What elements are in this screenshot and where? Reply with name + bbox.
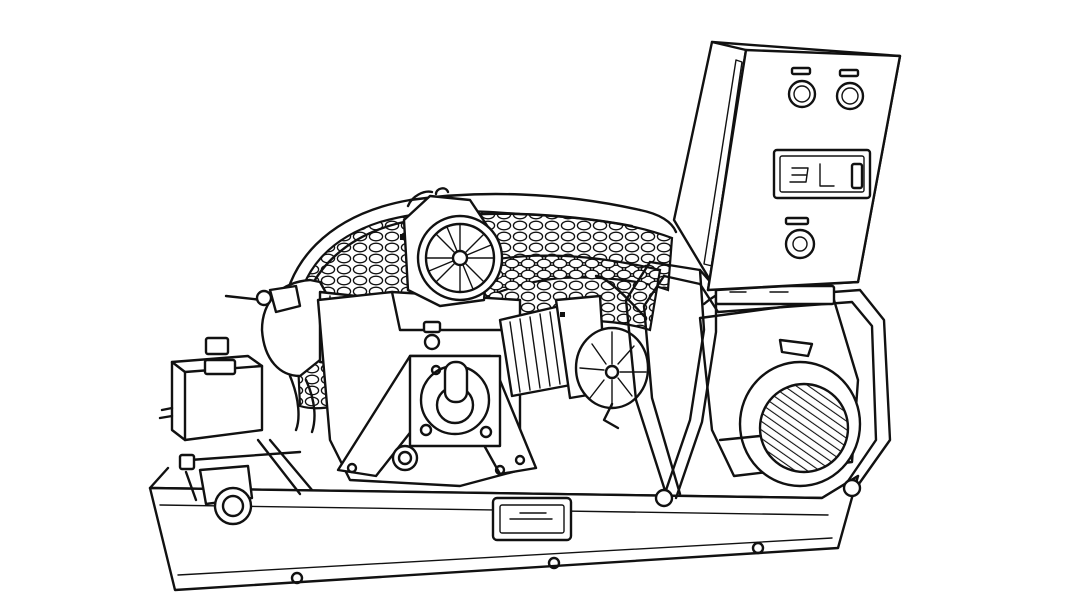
bolt-icon [479, 425, 493, 439]
base-bolt-icon [751, 541, 765, 555]
indicator-lamp [838, 68, 860, 78]
top-air-filter [402, 187, 504, 308]
control-box [672, 40, 902, 292]
selector-knob[interactable] [784, 228, 816, 260]
base-frame [148, 466, 860, 592]
right-cylinder [498, 294, 650, 430]
small-details [400, 190, 565, 317]
start-button[interactable] [787, 79, 817, 109]
base-bolt-icon [290, 571, 304, 585]
bolt-icon [419, 423, 433, 437]
display-panel [772, 148, 872, 200]
indicator-lamp [790, 66, 812, 76]
stop-button[interactable] [835, 81, 865, 111]
drain-valve [178, 438, 314, 526]
indicator-lamp [784, 216, 810, 226]
bolt-icon [430, 364, 442, 376]
base-bolt-icon [547, 556, 561, 570]
motor [698, 298, 862, 488]
pressure-switch-box [158, 336, 264, 442]
nameplate [491, 496, 573, 542]
fan-grille-icon [758, 382, 850, 474]
